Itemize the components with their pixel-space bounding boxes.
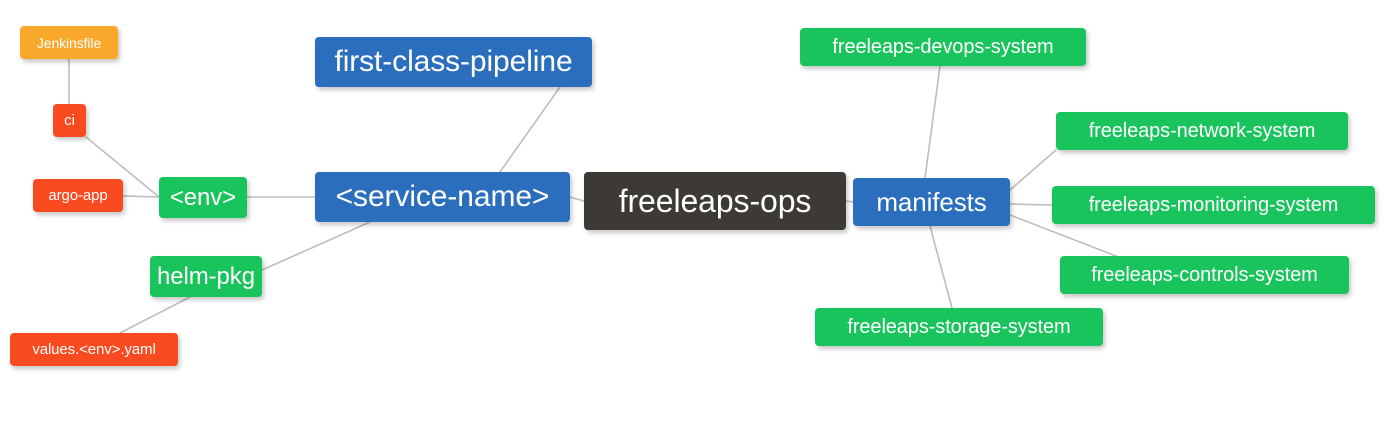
node-ci[interactable]: ci (53, 104, 86, 137)
node-freeleaps-network-system[interactable]: freeleaps-network-system (1056, 112, 1348, 150)
node-freeleaps-devops-system[interactable]: freeleaps-devops-system (800, 28, 1086, 66)
node-label-ci: ci (64, 112, 75, 129)
edge-service-name-to-helm-pkg (261, 221, 371, 271)
node-service-name[interactable]: <service-name> (315, 172, 570, 222)
edge-freeleaps-ops-to-manifests (845, 200, 854, 203)
edge-argo-app-to-env (122, 195, 160, 198)
node-label-freeleaps-ops: freeleaps-ops (618, 183, 812, 219)
node-freeleaps-storage-system[interactable]: freeleaps-storage-system (815, 308, 1103, 346)
node-manifests[interactable]: manifests (853, 178, 1010, 226)
node-label-freeleaps-network-system: freeleaps-network-system (1088, 120, 1316, 142)
edge-service-name-to-freeleaps-ops (569, 196, 585, 202)
node-label-service-name: <service-name> (335, 180, 550, 213)
node-label-first-class-pipeline: first-class-pipeline (334, 45, 573, 78)
node-label-argo-app: argo-app (48, 187, 108, 204)
node-helm-pkg[interactable]: helm-pkg (150, 256, 262, 297)
edge-service-name-to-first-class-pipeline (499, 86, 561, 173)
node-label-freeleaps-controls-system: freeleaps-controls-system (1091, 264, 1318, 286)
node-argo-app[interactable]: argo-app (33, 179, 123, 212)
edge-manifests-to-freeleaps-network-system (1009, 149, 1057, 191)
node-freeleaps-ops[interactable]: freeleaps-ops (584, 172, 846, 230)
node-freeleaps-controls-system[interactable]: freeleaps-controls-system (1060, 256, 1349, 294)
node-label-helm-pkg: helm-pkg (157, 262, 255, 290)
node-env[interactable]: <env> (159, 177, 247, 218)
edge-manifests-to-freeleaps-monitoring-system (1009, 203, 1053, 206)
node-label-freeleaps-devops-system: freeleaps-devops-system (832, 36, 1054, 58)
edge-helm-pkg-to-values-yaml (119, 296, 191, 334)
node-label-jenkinsfile: Jenkinsfile (36, 34, 102, 51)
node-label-manifests: manifests (876, 187, 987, 217)
node-freeleaps-monitoring-system[interactable]: freeleaps-monitoring-system (1052, 186, 1375, 224)
node-label-freeleaps-storage-system: freeleaps-storage-system (847, 316, 1071, 338)
node-first-class-pipeline[interactable]: first-class-pipeline (315, 37, 592, 87)
edge-manifests-to-freeleaps-storage-system (929, 225, 953, 309)
node-label-freeleaps-monitoring-system: freeleaps-monitoring-system (1088, 194, 1339, 216)
node-label-values-yaml: values.<env>.yaml (32, 341, 156, 358)
node-values-yaml[interactable]: values.<env>.yaml (10, 333, 178, 366)
node-jenkinsfile[interactable]: Jenkinsfile (20, 26, 118, 59)
node-label-env: <env> (169, 183, 237, 211)
edge-manifests-to-freeleaps-devops-system (924, 65, 941, 179)
